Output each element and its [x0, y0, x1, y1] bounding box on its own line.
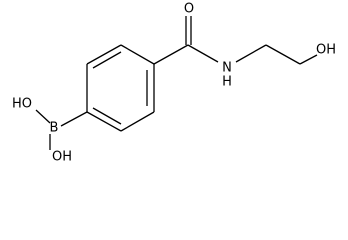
- boron-to-upper-oh-bond: [35, 109, 51, 124]
- amide-hydrogen-label: H: [222, 75, 232, 90]
- benzene-ring: [86, 44, 155, 132]
- chemical-structure: O N H OH B HO OH: [12, 2, 336, 165]
- boron-lower-hydroxyl-label: OH: [52, 150, 72, 165]
- ring-double-bond: [92, 51, 122, 69]
- boron-label: B: [50, 121, 59, 136]
- boron-upper-hydroxyl-label: HO: [12, 97, 32, 112]
- ch2-to-oh-bond: [299, 54, 318, 65]
- ring-double-bond: [92, 107, 122, 125]
- ring-to-carbonyl-bond: [153, 44, 189, 65]
- ch2-ch2-bond: [265, 44, 301, 65]
- ring-to-boron-bond: [60, 111, 88, 127]
- carbonyl-oxygen-label: O: [184, 2, 194, 17]
- ring-bond: [86, 44, 122, 65]
- amide-nitrogen-label: N: [222, 61, 232, 76]
- hydroxyl-label: OH: [316, 43, 336, 58]
- ring-bond: [120, 44, 155, 65]
- ring-bond: [86, 111, 122, 132]
- carbonyl-to-nitrogen-bond: [187, 44, 219, 63]
- ring-bond: [120, 111, 155, 132]
- nitrogen-to-ch2-bond: [235, 44, 267, 63]
